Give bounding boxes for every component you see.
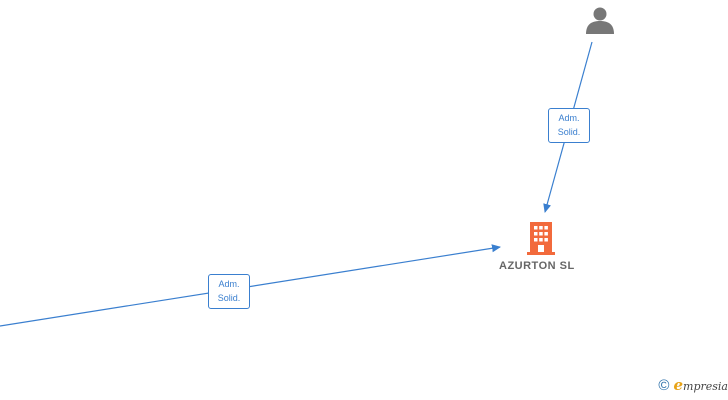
edge-label-line2: Solid. <box>217 293 241 303</box>
company-name-label[interactable]: AZURTON SL <box>499 260 575 272</box>
edge-label-person-company[interactable]: Adm. Solid. <box>548 108 590 143</box>
edge-label-line1: Adm. <box>218 279 240 289</box>
brand-logo: empresia <box>673 376 728 394</box>
edge-label-line2: Solid. <box>557 127 581 137</box>
building-icon[interactable] <box>527 222 555 255</box>
brand-logo-rest: mpresia <box>683 380 728 393</box>
copyright-icon: © <box>658 377 670 394</box>
brand-logo-e: e <box>673 376 684 394</box>
watermark: © empresia <box>658 376 728 394</box>
edge-left-to-company <box>0 244 501 327</box>
person-icon[interactable] <box>586 7 614 35</box>
edge-label-left-company[interactable]: Adm. Solid. <box>208 274 250 309</box>
edge-label-line1: Adm. <box>558 113 580 123</box>
